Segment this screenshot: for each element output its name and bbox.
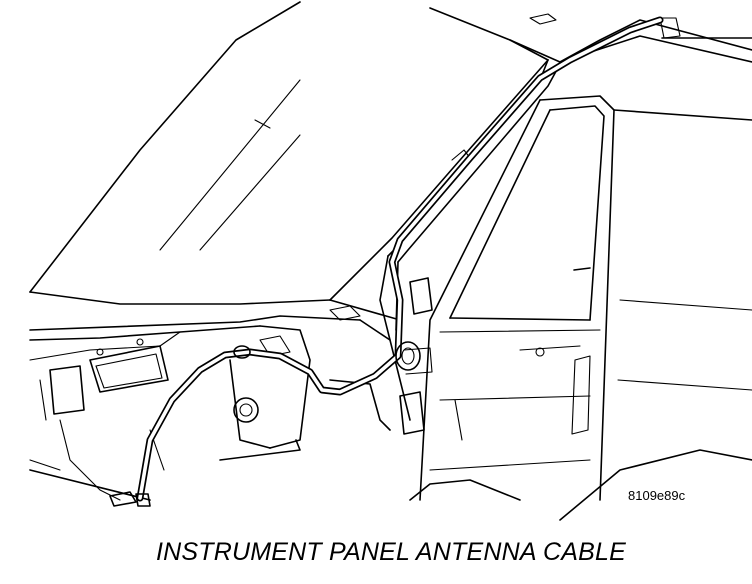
figure-id-label: 8109e89c — [628, 488, 686, 503]
windshield — [29, 1, 549, 301]
floor-and-wheel-arch — [29, 449, 752, 521]
a-pillar — [379, 59, 561, 341]
roof-panel — [509, 13, 752, 63]
door-hinges — [399, 277, 433, 435]
figure-caption: INSTRUMENT PANEL ANTENNA CABLE — [156, 538, 626, 566]
instrument-panel — [29, 291, 411, 507]
antenna-cable — [135, 16, 664, 507]
front-door — [419, 95, 752, 501]
